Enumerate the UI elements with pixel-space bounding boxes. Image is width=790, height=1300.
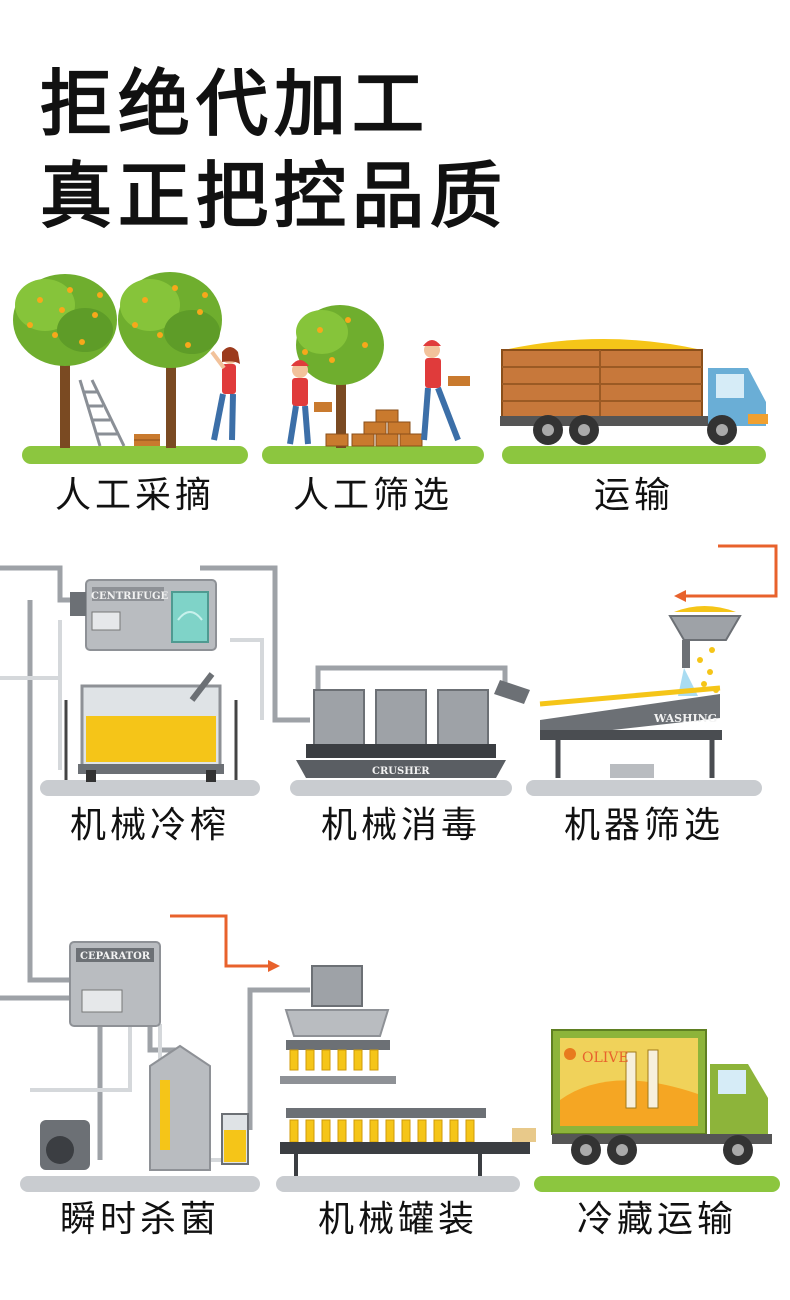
headline-line-1: 拒绝代加工 (40, 62, 431, 146)
crate-stack-icon (325, 409, 423, 447)
step-label-manual-sorting: 人工筛选 (292, 475, 453, 516)
worker-icon (421, 340, 470, 442)
picking-scene (13, 272, 248, 464)
cold-press-machine-icon (40, 579, 260, 796)
step-label-cold-transport: 冷藏运输 (576, 1199, 737, 1240)
washing-label: WASHING (653, 712, 717, 725)
crusher-label: CRUSHER (372, 766, 430, 777)
crusher-machine-icon (290, 680, 530, 796)
step-label-manual-picking: 人工采摘 (54, 475, 215, 516)
orange-tree-icon (296, 305, 384, 448)
pipes-row-2 (0, 565, 508, 983)
headline-line-2: 真正把控品质 (40, 154, 509, 238)
crate-icon (134, 434, 160, 446)
orange-tree-icon (118, 272, 222, 448)
sterilizer-machine-icon (20, 914, 280, 1192)
pipes-row-2-light (0, 620, 264, 770)
sorting-scene (262, 305, 484, 464)
washing-machine-icon (526, 544, 778, 796)
centrifuge-label: CENTRIFUGE (91, 591, 169, 602)
ceparator-label: CEPARATOR (80, 951, 151, 962)
worker-woman-icon (210, 347, 240, 441)
olive-label: OLIVE (582, 1050, 629, 1066)
refrigerated-truck-icon (534, 1029, 780, 1192)
step-label-cold-press: 机械冷榨 (69, 805, 230, 846)
step-label-disinfection: 机械消毒 (320, 805, 481, 846)
bottling-machine-icon (276, 965, 536, 1192)
step-label-bottling: 机械罐装 (317, 1199, 478, 1240)
ladder-icon (78, 379, 126, 447)
step-label-machine-sorting: 机器筛选 (563, 805, 724, 846)
worker-icon (287, 360, 332, 445)
step-label-transport: 运输 (593, 475, 674, 516)
step-label-flash-sterilization: 瞬时杀菌 (59, 1199, 220, 1240)
orange-tree-icon (13, 274, 117, 448)
transport-truck-icon (500, 339, 768, 464)
